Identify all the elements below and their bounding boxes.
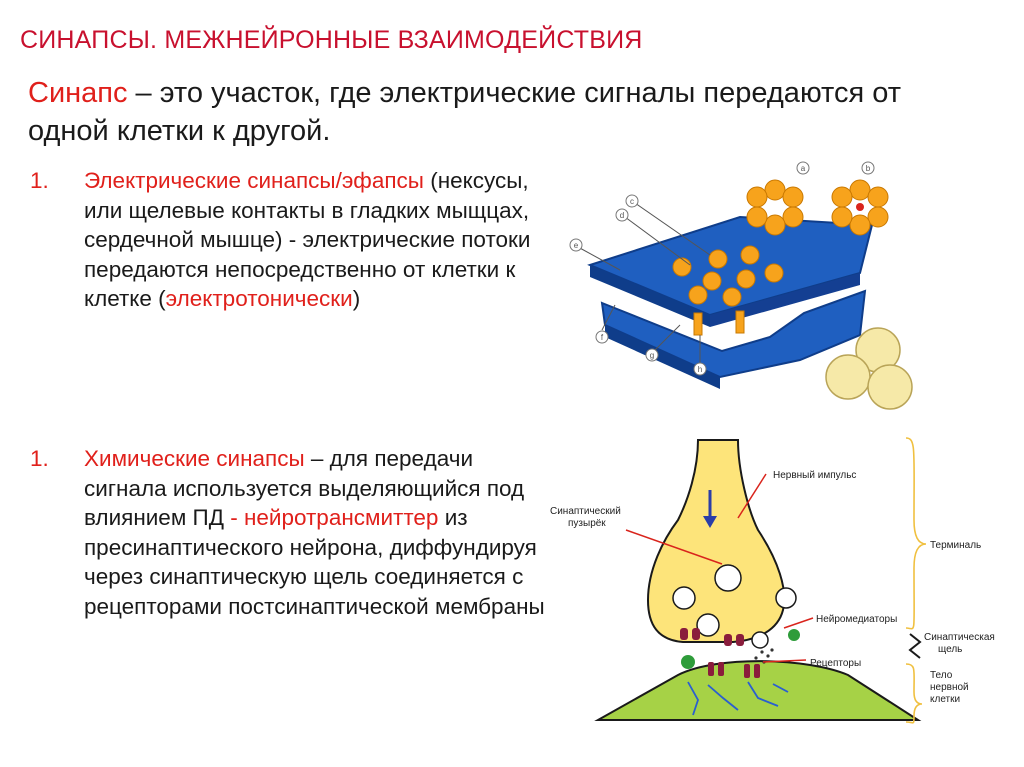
label-impulse: Нервный импульс — [773, 470, 856, 481]
definition-text: – это участок, где электрические сигналы… — [28, 77, 901, 147]
label-mediators: Нейромедиаторы — [816, 614, 897, 625]
label-b: b — [866, 164, 871, 173]
label-body-2: нервной — [930, 682, 969, 693]
item-body: Химические синапсы – для передачи сигнал… — [84, 444, 550, 621]
label-vesicle-1: Синаптический — [550, 506, 621, 517]
item-body: Электрические синапсы/эфапсы (нексусы, и… — [84, 166, 550, 314]
connexon-rosette-b — [832, 180, 888, 235]
presynaptic-terminal — [648, 440, 784, 642]
label-d: d — [620, 211, 624, 220]
label-body-3: клетки — [930, 694, 960, 705]
label-h: h — [698, 365, 702, 374]
chemical-synapse-figure: Нервный импульс Синаптический пузырёк Те… — [548, 430, 1018, 730]
label-g: g — [650, 351, 654, 360]
bracket — [906, 438, 926, 723]
definition-term: Синапс — [28, 77, 128, 109]
item-text-end: ) — [353, 286, 361, 311]
label-c: c — [630, 197, 634, 206]
label-cleft-1: Синаптическая — [924, 632, 995, 643]
label-a: a — [801, 164, 806, 173]
cleft-bracket — [910, 634, 920, 658]
item-number: 1. — [30, 444, 49, 474]
slide-title: СИНАПСЫ. МЕЖНЕЙРОННЫЕ ВЗАИМОДЕЙСТВИЯ — [20, 26, 643, 55]
gap-junction-figure: a b c d e f g h — [560, 155, 930, 425]
label-receptors: Рецепторы — [810, 658, 861, 669]
label-e: e — [574, 241, 579, 250]
item-title: Химические синапсы — [84, 446, 305, 471]
item-highlight: электротонически — [166, 286, 353, 311]
label-terminal: Терминаль — [930, 540, 981, 551]
item-number: 1. — [30, 166, 49, 196]
definition: Синапс – это участок, где электрические … — [28, 74, 988, 150]
label-cleft-2: щель — [938, 644, 962, 655]
item-title: Электрические синапсы/эфапсы — [84, 168, 424, 193]
label-vesicle-2: пузырёк — [568, 518, 606, 529]
connexon-rosette-a — [747, 180, 803, 235]
item-highlight: - нейротрансмиттер — [230, 505, 438, 530]
label-body-1: Тело — [930, 670, 953, 681]
